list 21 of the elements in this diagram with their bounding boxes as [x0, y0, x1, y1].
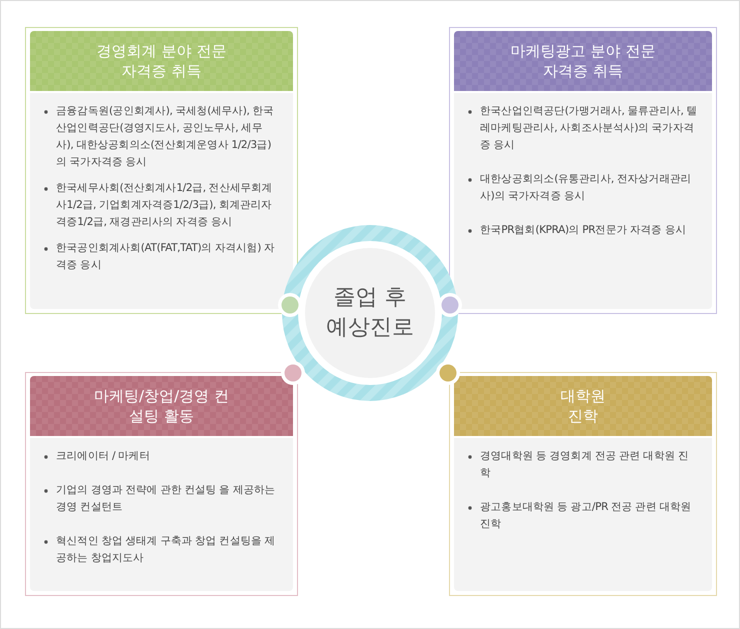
- bullet-text: 크리에이터 / 마케터: [56, 449, 151, 464]
- heading-bar: 마케팅/창업/경영 컨설팅 활동: [30, 376, 293, 436]
- panel-card: [449, 27, 717, 314]
- heading-bar: 마케팅광고 분야 전문 자격증 취득: [454, 31, 712, 91]
- bullet-text: 금융감독원(공인회계사), 국세청(세무사), 한국산업인력공단(경영지도사, 공인노무사, 세무사), 대한상공회의소(전산회계운영사 1/2/3급)의 국가자격증 응시: [56, 104, 275, 170]
- center-circle: [280, 223, 460, 403]
- bullet-text: 혁신적인 창업 생태계 구축과 창업 컨설팅을 제공하는 창업지도사: [56, 534, 276, 566]
- bullet-text: 기업의 경영과 전략에 관한 컨설팅 을 제공하는 경영 컨설턴트: [56, 483, 276, 515]
- panel-card: [25, 27, 298, 314]
- bullet-text: 한국PR협회(KPRA)의 PR전문가 자격증 응시: [480, 223, 687, 238]
- bullet-text: 대한상공회의소(유통관리사, 전자상거래관리사)의 국가자격증 응시: [480, 172, 692, 204]
- heading-bar: 대학원 진학: [454, 376, 712, 436]
- bullet-text: 광고홍보대학원 등 광고/PR 전공 관련 대학원 진학: [480, 500, 692, 532]
- panel-card: [25, 372, 298, 596]
- bullet-text: 한국산업인력공단(가맹거래사, 물류관리사, 텔레마케팅관리사, 사회조사분석사)의 국가자격증 응시: [480, 104, 698, 153]
- center-text: 졸업 후 예상진로: [325, 284, 415, 342]
- panel-card: [449, 372, 717, 596]
- bullet-text: 한국공인회계사회(AT(FAT,TAT)의 자격시험) 자격증 응시: [56, 241, 276, 273]
- bullet-text: 한국세무사회(전산회계사1/2급, 전산세무회계사1/2급, 기업회계자격증1/2/3급), 회계관리자격증1/2급, 재경관리사의 자격증 응시: [56, 181, 274, 230]
- bullet-text: 경영대학원 등 경영회계 전공 관련 대학원 진학: [480, 449, 690, 481]
- heading-bar: 경영회계 분야 전문 자격증 취득: [30, 31, 293, 91]
